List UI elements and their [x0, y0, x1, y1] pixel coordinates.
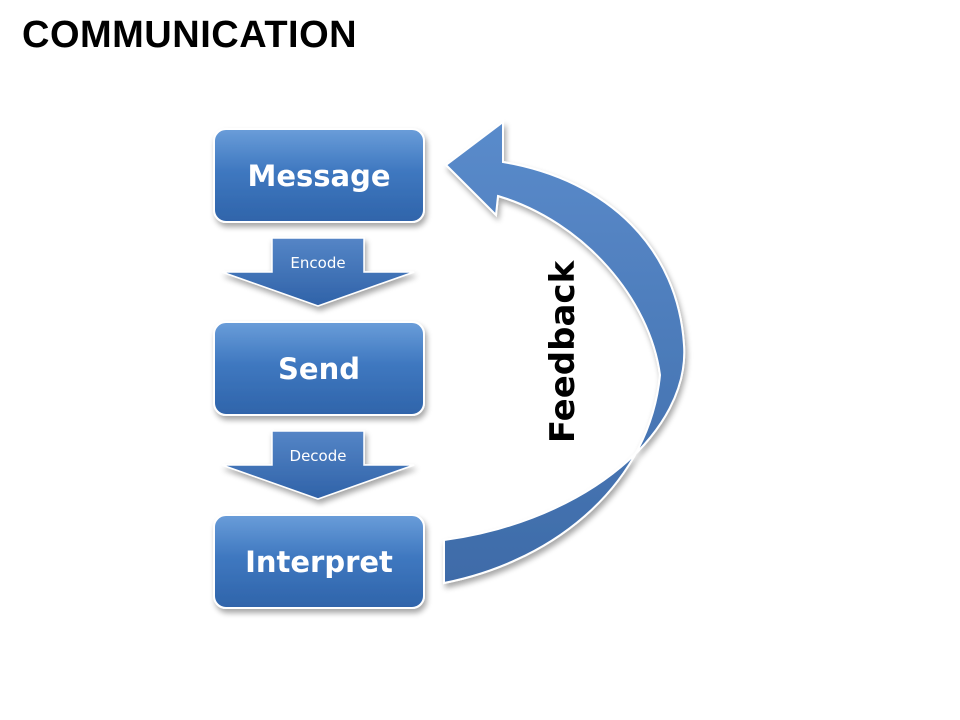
step-box-message: Message [213, 128, 425, 223]
feedback-label: Feedback [543, 259, 583, 443]
feedback-arrow [443, 119, 686, 585]
step-box-interpret: Interpret [213, 514, 425, 609]
page-title: COMMUNICATION [22, 14, 358, 56]
step-label-send: Send [278, 352, 360, 386]
step-label-message: Message [247, 159, 390, 193]
step-box-send: Send [213, 321, 425, 416]
transition-arrow-decode: Decode [221, 430, 415, 500]
transition-label-encode: Encode [290, 254, 345, 272]
step-label-interpret: Interpret [245, 545, 393, 579]
transition-label-decode: Decode [290, 447, 347, 465]
transition-arrow-encode: Encode [221, 237, 415, 307]
